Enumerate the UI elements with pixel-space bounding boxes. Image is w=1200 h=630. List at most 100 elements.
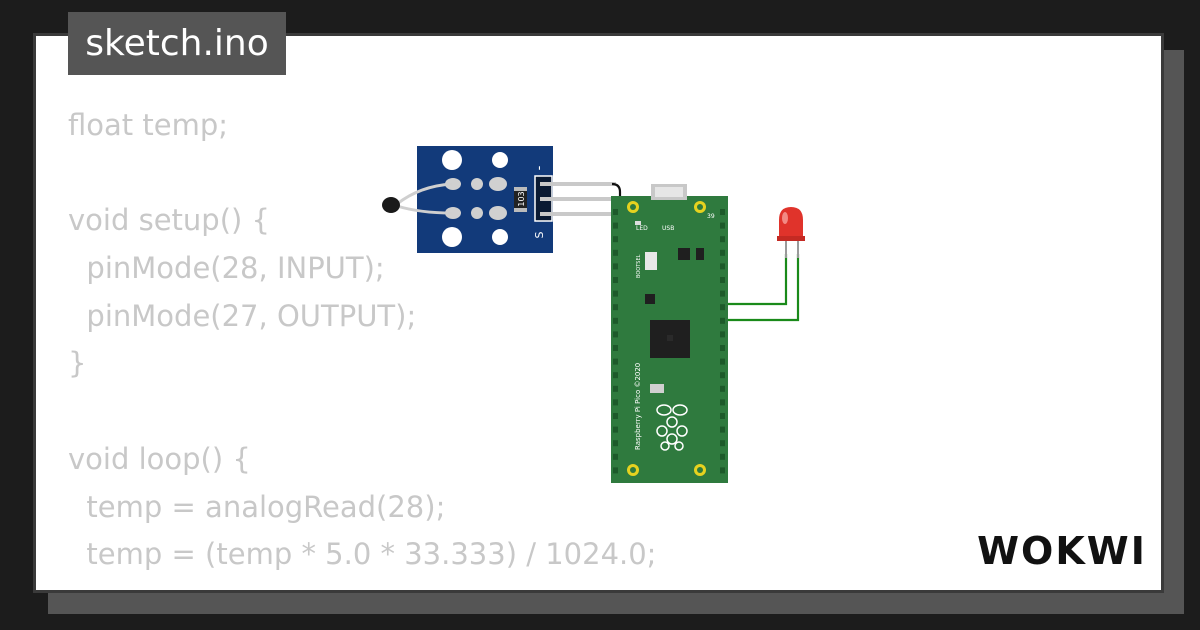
pin-hole [720,467,725,474]
pin-hole [720,304,725,311]
chip-logo [667,335,673,341]
resistor-cap [514,208,527,212]
pin-hole [613,372,618,379]
pin-row-right [720,209,725,474]
onboard-led [635,221,641,225]
pin-hole [613,236,618,243]
header-pin [540,212,616,216]
pin-hole [720,358,725,365]
bootsel-label: BOOTSEL [636,254,642,278]
pin-hole [720,413,725,419]
pin-hole [613,399,618,406]
pin-hole [720,399,725,406]
mounting-hole-center [697,204,703,210]
mounting-hole [492,152,508,168]
pin-hole [613,385,618,392]
resistor-cap [514,187,527,191]
thermistor-probe-icon [382,197,400,213]
pin-hole [720,209,725,215]
pin-hole [720,453,725,460]
filename-label: sketch.ino [85,23,269,64]
pin-hole [720,277,725,283]
flash-chip [650,384,664,393]
wire-led-anode [716,254,788,306]
mounting-hole [442,150,462,170]
solder-pad [445,178,461,190]
resistor-label: 103 [517,191,526,206]
header-pin [540,197,616,201]
pin-hole [720,426,725,433]
pin-hole [720,222,725,229]
filename-tab: sketch.ino [68,12,286,75]
pin-hole [613,413,618,419]
pin-hole [720,249,725,256]
pin-hole [720,440,725,447]
code-line: pinMode(28, INPUT); [68,251,385,286]
solder-pad [489,206,507,220]
pin-hole [720,263,725,270]
pin-hole [720,317,725,324]
pin-hole [613,222,618,229]
solder-pad [471,178,483,190]
wokwi-wordmark: WOKWI [977,529,1147,573]
pin-hole [613,317,618,324]
pin-hole [613,277,618,283]
chip [645,294,655,304]
raspberry-logo-icon [656,404,688,451]
pin-hole [613,249,618,256]
board-text: Raspberry Pi Pico ©2020 [634,363,642,450]
led-label: LED [636,225,648,232]
mounting-hole [492,229,508,245]
code-line: void loop() { [68,441,251,476]
pin-hole [720,345,725,351]
pin-hole [613,345,618,351]
code-line: temp = (temp * 5.0 * 33.333) / 1024.0; [68,537,657,572]
wokwi-logo: WOKWI [977,529,1147,573]
pin-number-label: 39 [707,213,715,220]
mounting-hole [442,227,462,247]
chip [678,248,690,260]
chip [696,248,704,260]
solder-pad [445,207,461,219]
temperature-sensor-module: 103 - S [382,146,553,253]
pin-hole [613,440,618,447]
pin-row-left [613,209,618,474]
pin-hole [613,304,618,311]
pin-hole [613,467,618,474]
pin-hole [720,290,725,297]
solder-pad [489,177,507,191]
code-preview: float temp; void setup() { pinMode(28, IN… [68,102,656,579]
circuit-diagram: 103 - S LED USB 39 BOOTSEL [382,146,805,483]
preview-card [33,33,1164,593]
code-line: pinMode(27, OUTPUT); [68,298,417,333]
code-line: void setup() { [68,203,270,238]
pin-hole [613,453,618,460]
bootsel-button [645,252,657,270]
pin-label-minus: - [532,165,547,170]
pin-label-signal: S [533,231,546,238]
usb-connector-inner [655,187,683,197]
pin-hole [720,236,725,243]
mounting-hole-center [697,467,703,473]
wire-ground [611,182,622,232]
solder-pad [471,207,483,219]
sensor-board [417,146,553,253]
pin-hole [720,372,725,379]
mounting-hole-center [630,204,636,210]
header-pin [540,182,616,186]
pin-hole [720,331,725,338]
pin-hole [720,385,725,392]
pin-hole [613,358,618,365]
pin-hole [613,290,618,297]
wire-led-cathode [716,254,800,322]
pin-hole [613,426,618,433]
red-led-icon [777,207,805,258]
pin-hole [613,331,618,338]
code-line: temp = analogRead(28); [68,489,446,524]
usb-label: USB [662,225,674,232]
mounting-hole-center [630,467,636,473]
pin-hole [613,263,618,270]
raspberry-pi-pico: LED USB 39 BOOTSEL Raspberry Pi Pico ©20… [611,184,728,483]
code-line: float temp; [68,108,229,142]
probe-lead [396,204,453,215]
